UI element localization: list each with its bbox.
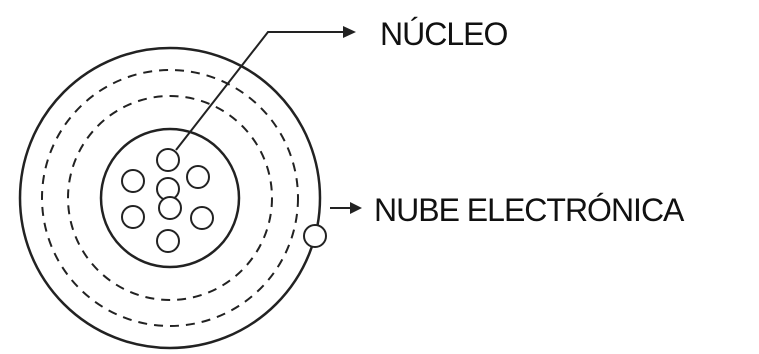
- nucleon: [121, 169, 145, 193]
- orbital-shell-inner: [67, 95, 273, 301]
- electron: [303, 224, 327, 248]
- orbital-shell-outer: [41, 69, 299, 327]
- nucleus-circle: [99, 127, 241, 269]
- nucleon: [156, 229, 180, 253]
- nucleus-label: NÚCLEO: [380, 16, 507, 52]
- nucleon: [190, 206, 214, 230]
- nucleon: [156, 148, 180, 172]
- nucleon: [186, 165, 210, 189]
- nucleus-pointer-line: [175, 31, 343, 151]
- electron-cloud-label: NUBE ELECTRÓNICA: [374, 192, 685, 228]
- nucleus-arrowhead: [343, 26, 356, 38]
- nucleon: [158, 196, 182, 220]
- electron-cloud-arrowhead: [350, 202, 362, 214]
- outer-boundary-circle: [18, 46, 322, 350]
- nucleon: [121, 205, 145, 229]
